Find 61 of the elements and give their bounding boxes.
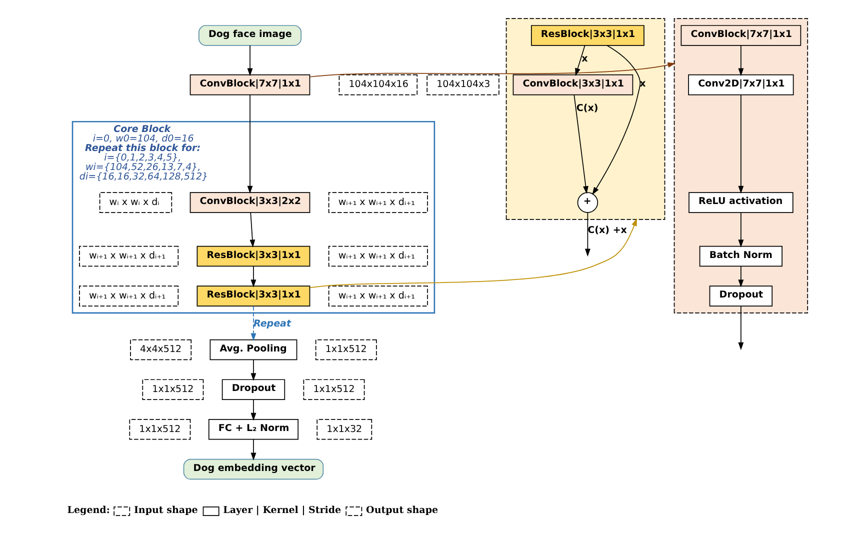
edge-label: x xyxy=(582,54,588,65)
arrow xyxy=(250,399,256,421)
node-box: wᵢ₊₁ x wᵢ₊₁ x dᵢ₊₁ xyxy=(79,286,179,306)
node-box: 1x1x512 xyxy=(129,419,191,440)
node-box: wᵢ₊₁ x wᵢ₊₁ x dᵢ₊₁ xyxy=(328,286,428,306)
node-box: Conv2D|7x7|1x1 xyxy=(688,74,794,96)
node-box: ReLU activation xyxy=(688,192,794,213)
legend-label: Input shape xyxy=(134,504,198,516)
arrow xyxy=(738,45,744,76)
node-circle: + xyxy=(577,192,598,213)
arrow xyxy=(592,45,641,195)
cluster xyxy=(674,18,808,314)
node-box: 4x4x512 xyxy=(130,339,192,360)
arrow xyxy=(738,306,744,350)
node-box: 1x1x512 xyxy=(315,339,377,360)
arrow xyxy=(310,218,637,288)
cluster xyxy=(506,18,666,220)
node-box: ConvBlock|7x7|1x1 xyxy=(190,74,310,96)
node-box: 1x1x512 xyxy=(142,379,204,400)
arrow xyxy=(250,266,256,288)
edge-label: Repeat xyxy=(253,318,292,330)
arrow xyxy=(250,306,256,341)
node-box: ResBlock|3x3|1x1 xyxy=(196,246,310,267)
arrow xyxy=(247,94,253,194)
node-box: Batch Norm xyxy=(699,246,782,267)
node-box: Avg. Pooling xyxy=(210,339,298,360)
node-box: ConvBlock|7x7|1x1 xyxy=(680,25,802,46)
node-box: 1x1x32 xyxy=(316,419,372,440)
arrow xyxy=(738,266,744,288)
arrow xyxy=(575,45,586,76)
arrow xyxy=(250,439,256,461)
arrow xyxy=(738,94,744,194)
edge-label: C(x) xyxy=(576,103,598,114)
node-box: wᵢ₊₁ x wᵢ₊₁ x dᵢ₊₁ xyxy=(79,246,179,267)
node-box: 1x1x512 xyxy=(303,379,365,400)
node-box: ResBlock|3x3|1x1 xyxy=(196,286,310,306)
arrow xyxy=(309,62,676,78)
edge-label: x xyxy=(640,78,646,90)
legend-label: Layer | Kernel | Stride xyxy=(223,504,342,516)
node-box: wᵢ₊₁ x wᵢ₊₁ x dᵢ₊₁ xyxy=(328,192,428,213)
node-box: ConvBlock|3x3|1x1 xyxy=(512,74,634,96)
arrow xyxy=(738,212,744,248)
arrow xyxy=(250,212,256,248)
node-box: ConvBlock|3x3|2x2 xyxy=(190,192,310,213)
node-box: Dropout xyxy=(222,379,286,400)
arrow xyxy=(584,212,590,257)
arrow xyxy=(574,94,588,194)
node-box: ResBlock|3x3|1x1 xyxy=(530,25,644,46)
node-box: Dog embedding vector xyxy=(183,458,324,480)
arrow xyxy=(247,45,253,76)
node-box: 104x104x3 xyxy=(426,74,500,96)
edge-label: C(x) +x xyxy=(588,225,627,236)
node-box: Dropout xyxy=(709,286,773,306)
node-box: 104x104x16 xyxy=(338,74,418,96)
arrow xyxy=(250,359,256,381)
node-box: Dog face image xyxy=(198,25,302,46)
node-box: FC + L₂ Norm xyxy=(208,419,298,440)
node-box: wᵢ₊₁ x wᵢ₊₁ x dᵢ₊₁ xyxy=(328,246,428,267)
label: Legend: xyxy=(67,504,110,516)
node-box: wᵢ x wᵢ x dᵢ xyxy=(99,192,172,213)
legend-label: Output shape xyxy=(366,504,438,516)
